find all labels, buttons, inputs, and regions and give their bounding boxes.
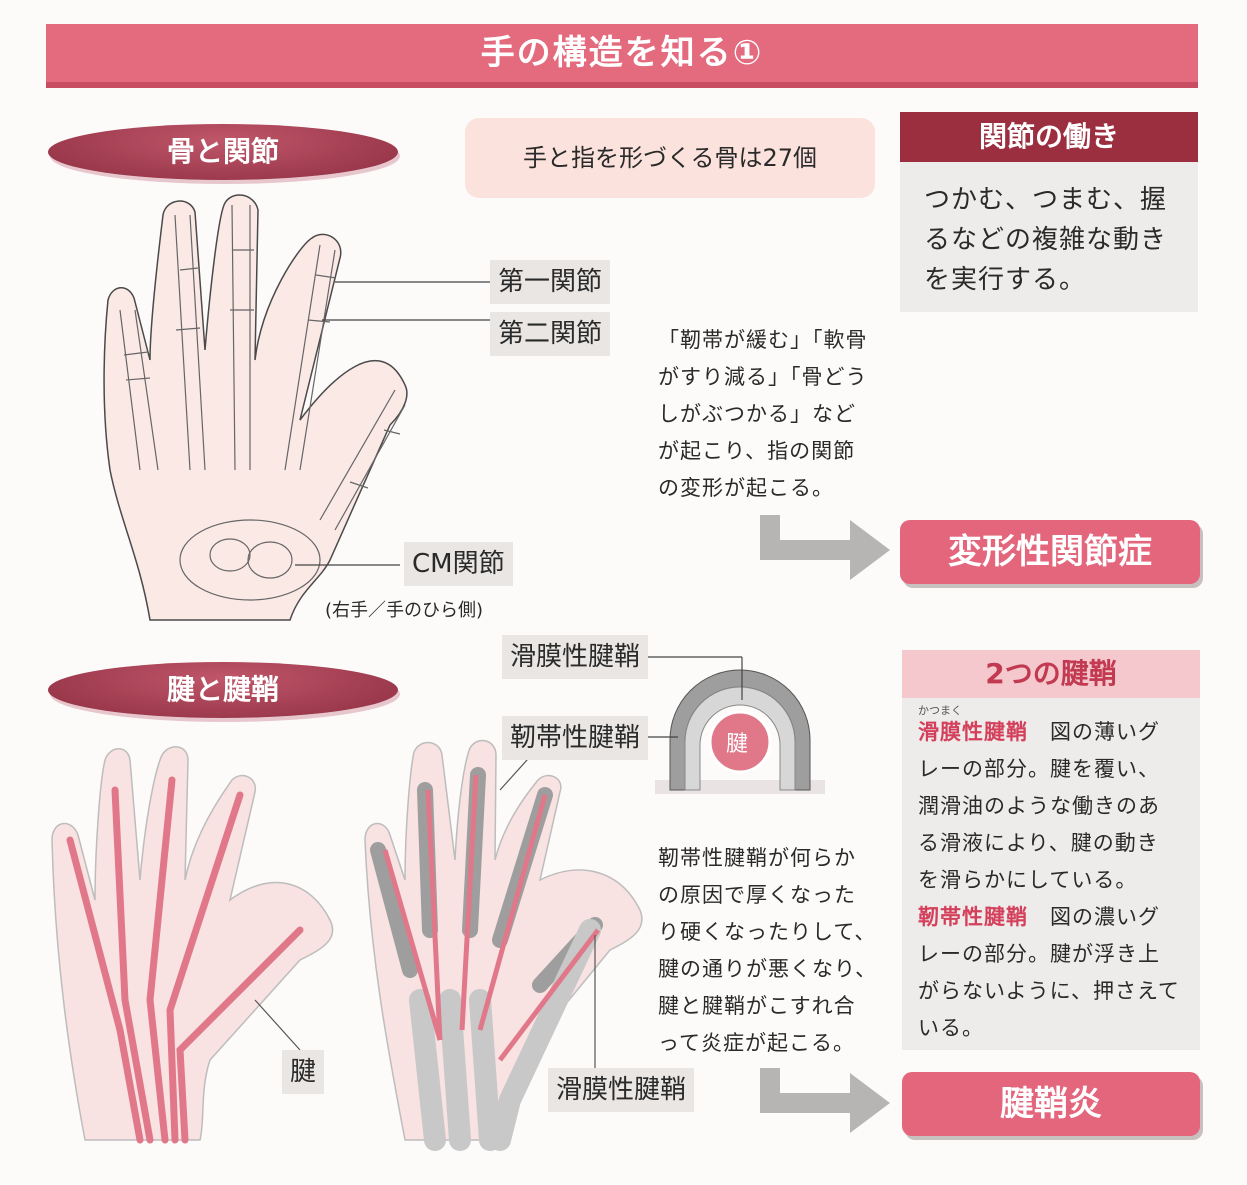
two-sheaths-header: 2つの腱鞘 xyxy=(902,650,1200,698)
section-heading-tendon: 腱と腱鞘 xyxy=(48,662,398,718)
label-tendon: 腱 xyxy=(282,1050,324,1094)
synovial-sheath-line: を滑らかにしている。 xyxy=(918,862,1200,899)
arthritis-line: しがぶつかる」など xyxy=(658,396,868,433)
synovial-sheath-line: レーの部分。腱を覆い、 xyxy=(918,751,1200,788)
label-synovial-sheath-top: 滑膜性腱鞘 xyxy=(502,635,648,679)
ligament-sheath-line: がらないように、押さえて xyxy=(918,973,1200,1010)
arthritis-line: 「靭帯が緩む」「軟骨 xyxy=(658,322,868,359)
joint-function-body: つかむ、つまむ、握 るなどの複雑な動き を実行する。 xyxy=(900,162,1198,312)
arthritis-line: が起こり、指の関節 xyxy=(658,433,868,470)
ligament-sheath-line: レーの部分。腱が浮き上 xyxy=(918,936,1200,973)
synovial-sheath-line: る滑液により、腱の動き xyxy=(918,825,1200,862)
joint-function-line: つかむ、つまむ、握 xyxy=(924,180,1198,220)
page-title: 手の構造を知る① xyxy=(46,24,1198,88)
joint-function-line: るなどの複雑な動き xyxy=(924,220,1198,260)
label-ligament-sheath: 靭帯性腱鞘 xyxy=(502,716,648,760)
label-synovial-sheath-bottom: 滑膜性腱鞘 xyxy=(548,1068,694,1112)
arthritis-description: 「靭帯が緩む」「軟骨 がすり減る」「骨どう しがぶつかる」など が起こり、指の関… xyxy=(658,322,868,507)
result-osteoarthritis: 変形性関節症 xyxy=(900,520,1200,584)
furigana: かつまく xyxy=(918,702,1200,714)
section-heading-bones: 骨と関節 xyxy=(48,124,398,180)
tenosynovitis-description: 靭帯性腱鞘が何らか の原因で厚くなった り硬くなったりして、 腱の通りが悪くなり… xyxy=(658,840,877,1062)
ligament-sheath-term: 靭帯性腱鞘 xyxy=(918,905,1028,929)
tenosynovitis-line: 靭帯性腱鞘が何らか xyxy=(658,840,877,877)
arthritis-line: の変形が起こる。 xyxy=(658,470,868,507)
label-first-joint: 第一関節 xyxy=(490,260,610,304)
result-tenosynovitis: 腱鞘炎 xyxy=(902,1072,1200,1136)
hand-caption: (右手／手のひら側) xyxy=(325,596,483,622)
arthritis-line: がすり減る」「骨どう xyxy=(658,359,868,396)
tenosynovitis-line: 腱の通りが悪くなり、 xyxy=(658,951,877,988)
tenosynovitis-line: 腱と腱鞘がこすれ合 xyxy=(658,988,877,1025)
label-cm-joint: CM関節 xyxy=(404,542,513,586)
bone-count-note: 手と指を形づくる骨は27個 xyxy=(465,118,875,198)
two-sheaths-body: かつまく 滑膜性腱鞘 図の薄いグ レーの部分。腱を覆い、 潤滑油のような働きのあ… xyxy=(902,698,1200,1050)
tenosynovitis-line: って炎症が起こる。 xyxy=(658,1025,877,1062)
ligament-sheath-line: 図の濃いグ xyxy=(1050,905,1160,929)
label-second-joint: 第二関節 xyxy=(490,312,610,356)
ligament-sheath-line: いる。 xyxy=(918,1010,1200,1047)
synovial-sheath-line: 図の薄いグ xyxy=(1050,720,1160,744)
tendon-center-label: 腱 xyxy=(726,726,748,758)
tenosynovitis-line: の原因で厚くなった xyxy=(658,877,877,914)
tenosynovitis-line: り硬くなったりして、 xyxy=(658,914,877,951)
synovial-sheath-term: 滑膜性腱鞘 xyxy=(918,720,1028,744)
joint-function-header: 関節の働き xyxy=(900,112,1198,162)
synovial-sheath-line: 潤滑油のような働きのあ xyxy=(918,788,1200,825)
joint-function-line: を実行する。 xyxy=(924,260,1198,300)
